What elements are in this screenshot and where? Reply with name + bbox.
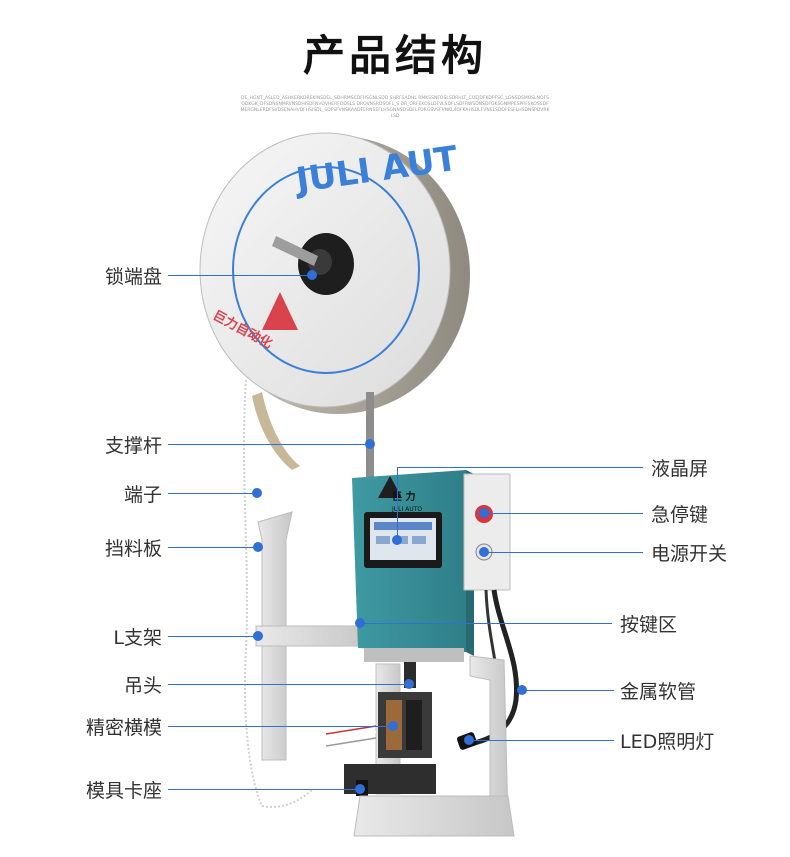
leader-lock-disc: [168, 275, 313, 276]
label-led-light: LED照明灯: [620, 731, 715, 753]
label-key-area: 按键区: [620, 614, 678, 636]
leader-led-light: [469, 740, 614, 741]
label-emergency-stop: 急停键: [651, 504, 709, 526]
panel-brand-cn: 巨 力: [392, 490, 415, 503]
leader-terminal: [168, 493, 258, 494]
page-subtitle: DE_HGNT_ASLED_ASHKERKDREKINSDEL_SDHRMSCD…: [240, 96, 550, 119]
page-title: 产品结构: [302, 31, 487, 80]
leader-emergency-stop: [484, 513, 643, 514]
label-power-switch: 电源开关: [651, 543, 728, 565]
leader-l-bracket: [168, 636, 258, 637]
terminal-chain-shape: [243, 379, 313, 808]
leader-die-holder: [168, 789, 360, 790]
dot-power-switch: [479, 547, 489, 557]
panel-brand-en: JULI AUTO: [391, 506, 422, 513]
leader-baffle: [168, 547, 258, 548]
dot-support-rod: [365, 439, 375, 449]
leader-lcd-vertical: [397, 467, 398, 539]
label-die-holder: 模具卡座: [85, 780, 162, 802]
dot-led-light: [464, 735, 474, 745]
reel-blue-ring-shape: [232, 166, 420, 374]
dot-metal-hose: [517, 685, 527, 695]
panel-logo-icon: [378, 476, 402, 498]
reel-axle-shape: [272, 236, 318, 266]
dot-emergency-stop: [479, 508, 489, 518]
label-lcd-screen: 液晶屏: [651, 458, 709, 480]
machine-base-shape: [353, 795, 515, 837]
dot-terminal: [252, 488, 262, 498]
dot-precision-die: [388, 721, 398, 731]
terminal-strip-shape: [252, 392, 300, 470]
label-l-bracket: L支架: [113, 627, 162, 649]
label-support-rod: 支撑杆: [104, 435, 162, 457]
leader-metal-hose: [522, 690, 614, 691]
leader-precision-die: [168, 726, 394, 727]
label-baffle: 挡料板: [104, 538, 162, 560]
leader-support-rod: [168, 444, 371, 445]
dot-lcd: [392, 535, 402, 545]
label-hanger: 吊头: [123, 675, 162, 697]
dot-key-area: [355, 618, 365, 628]
leader-power-switch: [484, 552, 643, 553]
reel-brand-text: JULI AUT: [292, 139, 461, 202]
dot-baffle: [253, 542, 263, 552]
dot-lock-disc: [307, 270, 317, 280]
leader-hanger: [168, 684, 410, 685]
label-precision-die: 精密横模: [85, 717, 162, 739]
dot-die-holder: [355, 784, 365, 794]
label-metal-hose: 金属软管: [620, 681, 697, 703]
dot-hanger: [404, 679, 414, 689]
leader-key-area: [360, 623, 612, 624]
label-terminal: 端子: [123, 484, 162, 506]
leader-lcd: [397, 467, 643, 468]
support-rod-shape: [366, 392, 374, 478]
dot-l-bracket: [253, 631, 263, 641]
reel-logo-icon: [262, 292, 298, 330]
label-lock-disc: 锁端盘: [104, 266, 162, 288]
